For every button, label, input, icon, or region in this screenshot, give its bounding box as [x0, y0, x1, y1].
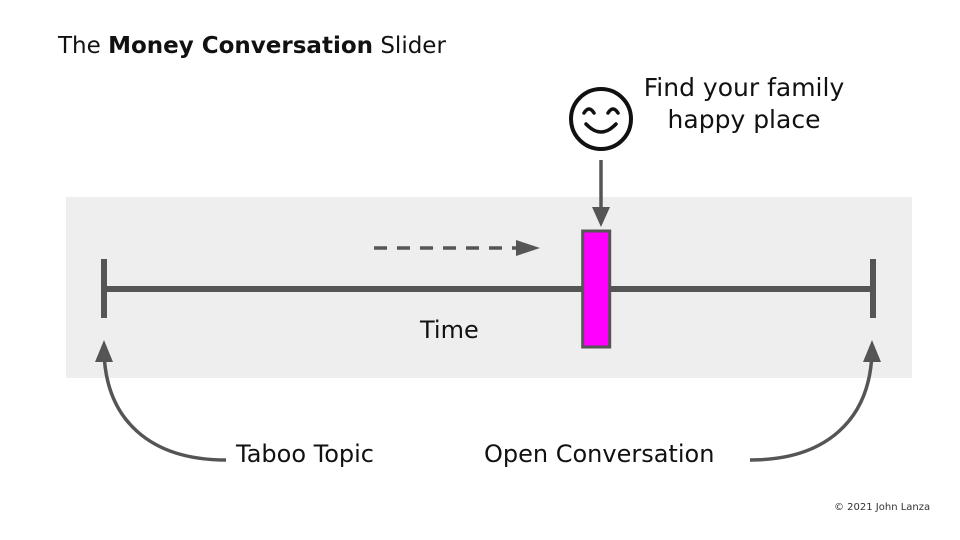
title-prefix: The [58, 33, 109, 59]
diagram-title: The Money Conversation Slider [58, 33, 446, 59]
smiling-face-icon [569, 87, 633, 151]
happy-place-label-line2: happy place [667, 105, 821, 134]
open-conversation-label: Open Conversation [484, 440, 715, 468]
happy-place-label: Find your family happy place [633, 72, 855, 136]
happy-place-label-line1: Find your family [643, 73, 845, 102]
slider-marker [581, 229, 612, 349]
taboo-topic-label: Taboo Topic [236, 440, 374, 468]
direction-arrowhead [516, 240, 540, 256]
copyright-notice: © 2021 John Lanza [834, 502, 931, 513]
taboo-curved-arrow [102, 351, 227, 462]
taboo-curved-arrowhead [95, 340, 113, 362]
title-bold: Money Conversation [108, 33, 374, 59]
time-axis-label: Time [420, 316, 479, 344]
title-suffix: Slider [373, 33, 446, 59]
open-curved-arrowhead [863, 340, 881, 362]
happy-place-pointer-arrowhead [592, 207, 610, 227]
open-curved-arrow [749, 351, 874, 462]
